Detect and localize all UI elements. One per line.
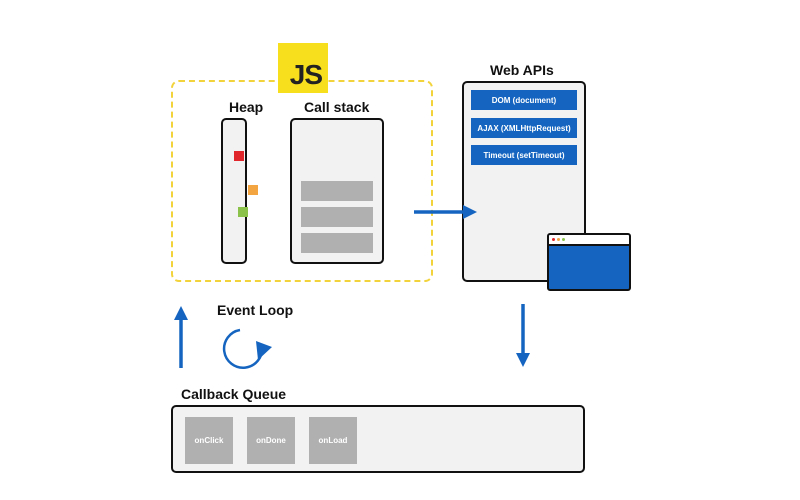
- event-loop-circle-icon: [222, 328, 264, 369]
- web-apis-label: Web APIs: [490, 62, 554, 78]
- stack-frame: [301, 233, 373, 253]
- event-loop-label: Event Loop: [217, 302, 294, 318]
- callback-onclick: onClick: [185, 417, 233, 464]
- call-stack-label: Call stack: [304, 99, 370, 115]
- web-api-dom: DOM (document): [471, 90, 577, 110]
- browser-window-icon: [547, 233, 631, 291]
- web-api-ajax: AJAX (XMLHttpRequest): [471, 118, 577, 138]
- heap-label: Heap: [229, 99, 264, 115]
- heap-object-orange: [248, 185, 258, 195]
- event-loop-arrowhead-icon: [256, 341, 272, 360]
- heap-object-red: [234, 151, 244, 161]
- web-api-timeout: Timeout (setTimeout): [471, 145, 577, 165]
- js-logo: JS: [278, 43, 328, 93]
- stack-frame: [301, 181, 373, 201]
- callback-onload: onLoad: [309, 417, 357, 464]
- heap-panel: [221, 118, 247, 264]
- callback-ondone: onDone: [247, 417, 295, 464]
- heap-object-green: [238, 207, 248, 217]
- stack-frame: [301, 207, 373, 227]
- web-apis-panel: [462, 81, 586, 282]
- callback-queue-label: Callback Queue: [181, 386, 287, 402]
- callback-queue-panel: [171, 405, 585, 473]
